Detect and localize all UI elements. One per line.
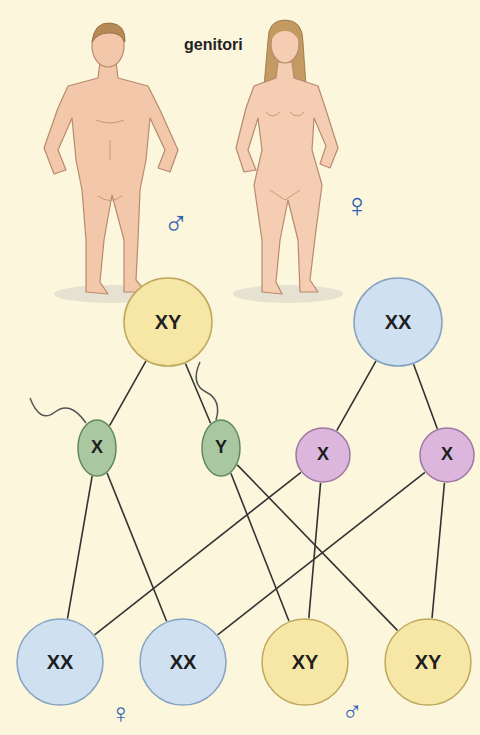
- inheritance-line: [218, 472, 425, 635]
- offspring-circle: XY: [384, 618, 472, 706]
- sex-symbol: ♂: [342, 697, 363, 728]
- inheritance-line: [185, 363, 210, 423]
- chromosome-label: X: [317, 445, 329, 465]
- offspring-circle: XY: [261, 618, 349, 706]
- inheritance-line: [432, 483, 444, 618]
- sperm-cell: X: [77, 419, 117, 477]
- chromosome-label: X: [91, 438, 103, 458]
- chromosome-label: Y: [215, 438, 227, 458]
- inheritance-line: [414, 364, 438, 429]
- inheritance-line: [67, 476, 92, 619]
- woman-figure: [236, 20, 338, 294]
- sperm-cell: Y: [201, 419, 241, 477]
- inheritance-line: [107, 473, 167, 621]
- chromosome-label: XY: [155, 311, 182, 333]
- sex-symbol: ♀: [344, 187, 370, 224]
- chromosome-label: XY: [292, 651, 319, 673]
- sex-symbol: ♀: [111, 699, 132, 730]
- chromosome-label: XX: [385, 311, 412, 333]
- inheritance-line: [237, 465, 397, 631]
- parent-circle: XY: [123, 277, 213, 367]
- parent-circle: XX: [353, 277, 443, 367]
- egg-cell: X: [295, 427, 351, 483]
- sperm-tail: [196, 362, 217, 420]
- man-figure: [44, 23, 178, 294]
- egg-cell: X: [419, 427, 475, 483]
- inheritance-line: [309, 483, 321, 618]
- inheritance-line: [110, 361, 146, 425]
- inheritance-line: [337, 361, 376, 430]
- chromosome-label: X: [441, 445, 453, 465]
- offspring-circle: XX: [16, 618, 104, 706]
- sex-symbol: ♂: [163, 205, 189, 242]
- offspring-circle: XX: [139, 618, 227, 706]
- floor-shadow: [233, 285, 343, 303]
- chromosome-label: XX: [47, 651, 74, 673]
- inheritance-line: [231, 473, 289, 621]
- chromosome-label: XX: [170, 651, 197, 673]
- chromosome-label: XY: [415, 651, 442, 673]
- diagram-title: genitori: [184, 36, 243, 54]
- sperm-tail: [30, 398, 86, 423]
- inheritance-line: [95, 472, 301, 634]
